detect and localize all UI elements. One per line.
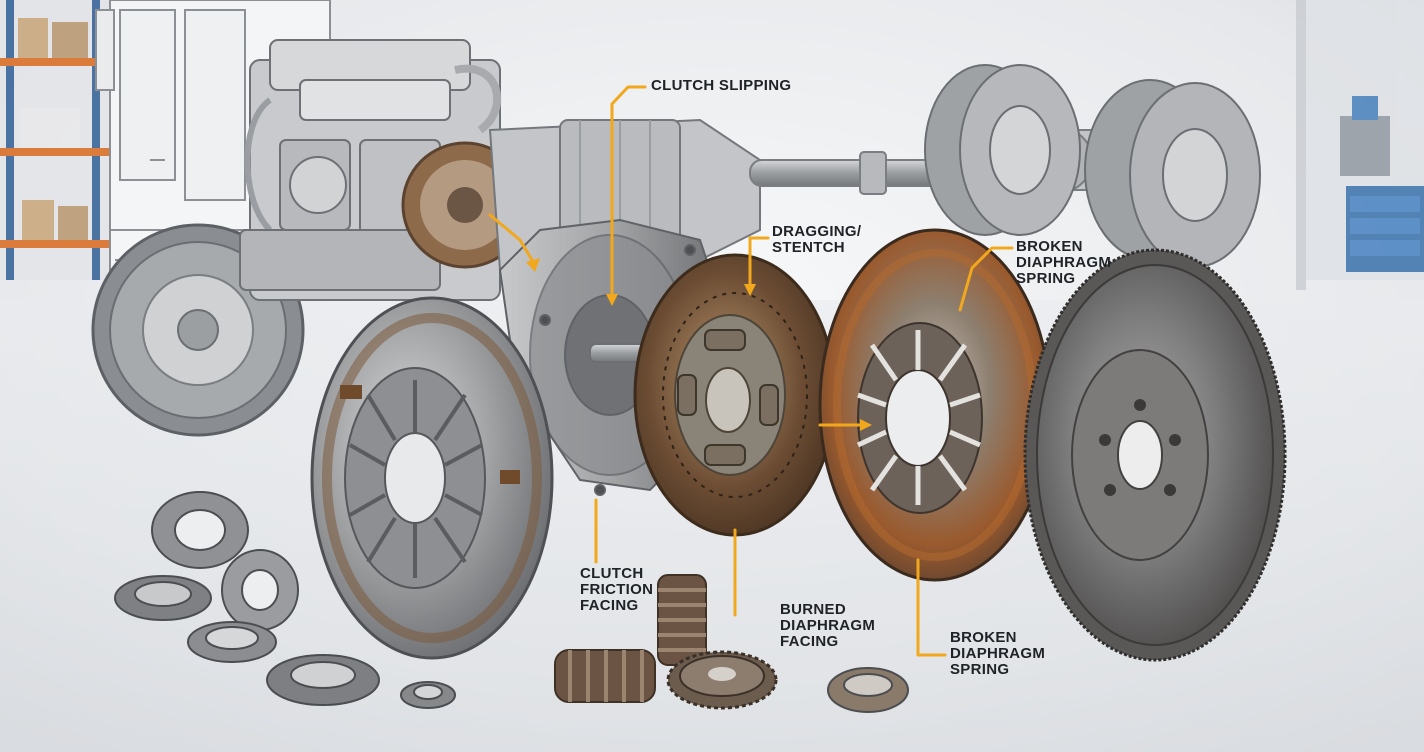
front-wheel — [91, 223, 305, 437]
flywheel — [1023, 248, 1287, 662]
clutch-disc — [633, 253, 837, 537]
warehouse-shelf-left — [0, 0, 110, 280]
label-broken-top-line-2: DIAPHRAGM — [1016, 254, 1112, 271]
label-friction-line-1: CLUTCH — [580, 565, 644, 582]
label-burned-diaphragm-facing: BURNED DIAPHRAGM FACING — [780, 602, 875, 650]
leader-shaft — [488, 213, 537, 267]
burned-pressure-plate — [818, 228, 1052, 582]
label-clutch-friction-facing: CLUTCH FRICTION FACING — [580, 566, 653, 614]
label-broken-diaphragm-spring-bottom: BROKEN DIAPHRAGM SPRING — [950, 630, 1045, 678]
label-friction-line-2: FRICTION — [580, 581, 654, 598]
springs — [554, 574, 707, 703]
label-clutch-slipping: CLUTCH SLIPPING — [651, 78, 791, 94]
label-broken-bottom-line-1: BROKEN — [950, 629, 1017, 646]
leader-broken-spring-bottom — [916, 558, 947, 657]
leader-arrowheads — [526, 258, 872, 431]
label-clutch-slipping-line-1: CLUTCH SLIPPING — [651, 77, 792, 94]
pressure-plate-cover — [310, 296, 554, 660]
leader-lines — [488, 85, 1014, 657]
bearings — [114, 491, 909, 713]
leader-dragging — [748, 236, 770, 292]
label-dragging-stentch: DRAGGING/ STENTCH — [772, 224, 861, 256]
label-friction-line-3: FACING — [580, 597, 639, 614]
small-gear — [666, 650, 778, 710]
workshop-cabinet-right — [1296, 0, 1424, 290]
label-broken-top-line-1: BROKEN — [1016, 238, 1083, 255]
label-broken-top-line-3: SPRING — [1016, 270, 1076, 287]
label-burned-line-1: BURNED — [780, 601, 846, 618]
label-burned-line-2: DIAPHRAGM — [780, 617, 876, 634]
label-broken-bottom-line-2: DIAPHRAGM — [950, 645, 1046, 662]
label-broken-diaphragm-spring-top: BROKEN DIAPHRAGM SPRING — [1016, 239, 1111, 287]
leader-broken-spring-top — [958, 246, 1014, 312]
label-dragging-line-2: STENTCH — [772, 239, 845, 256]
leader-clutch-slipping — [610, 85, 647, 302]
label-dragging-line-1: DRAGGING/ — [772, 223, 862, 240]
rear-wheels — [924, 64, 1261, 268]
label-broken-bottom-line-3: SPRING — [950, 661, 1010, 678]
label-burned-line-3: FACING — [780, 633, 839, 650]
